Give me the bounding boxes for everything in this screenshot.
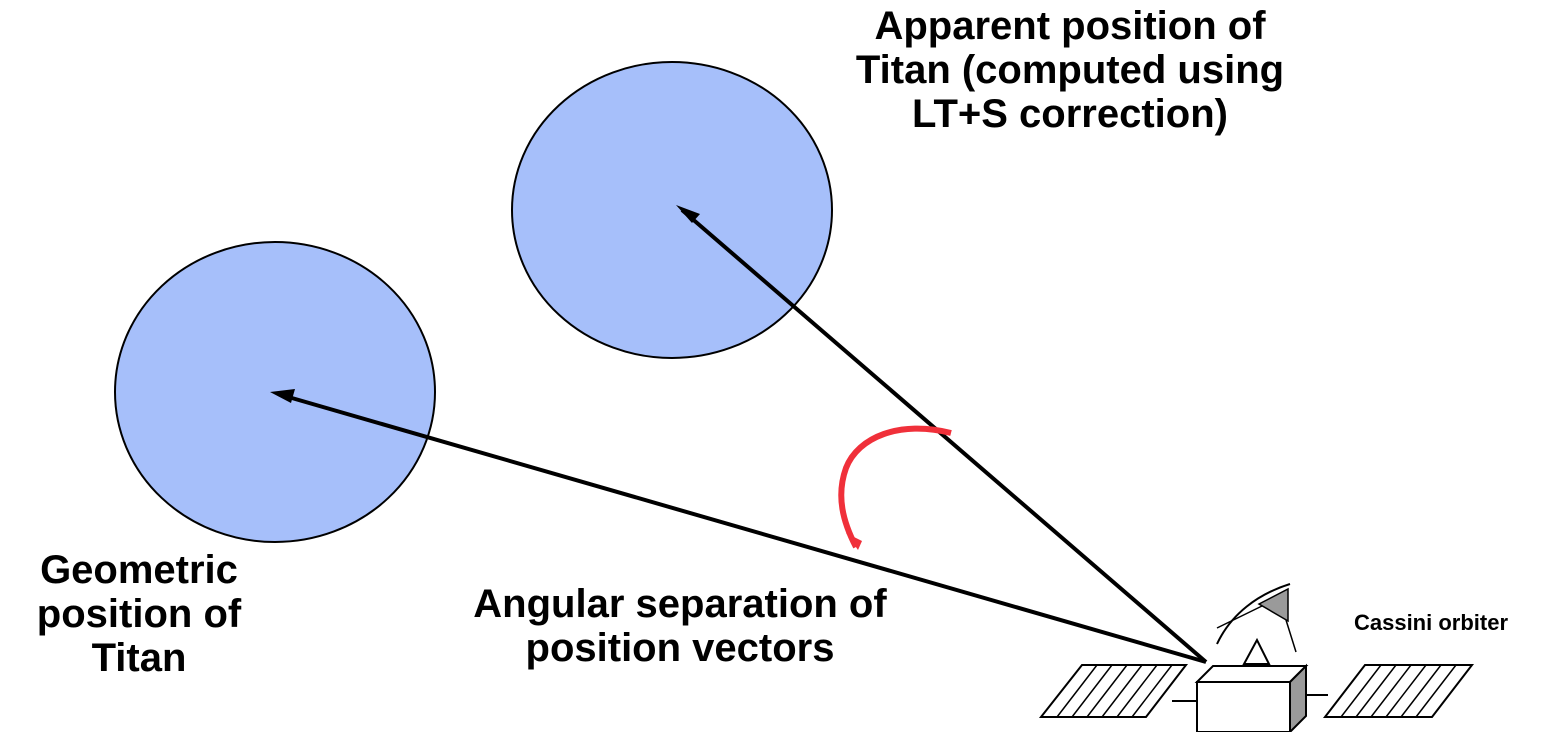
bus-top: [1197, 666, 1306, 682]
titan-apparent-disk: [512, 62, 832, 358]
bus-front: [1197, 682, 1290, 732]
angular-separation-arc: [841, 429, 951, 547]
antenna-feed: [1259, 589, 1288, 621]
apparent-position-label: Apparent position of Titan (computed usi…: [800, 4, 1340, 136]
angular-separation-label-line-2: position vectors: [410, 626, 950, 670]
cassini-orbiter-label: Cassini orbiter: [1316, 610, 1546, 636]
geometric-position-label-line-1: Geometric: [0, 548, 278, 592]
angular-separation-label-line-1: Angular separation of: [410, 582, 950, 626]
angular-separation-label: Angular separation of position vectors: [410, 582, 950, 670]
cassini-orbiter-icon: [1041, 584, 1472, 732]
apparent-position-label-line-1: Apparent position of: [800, 4, 1340, 48]
apparent-position-label-line-2: Titan (computed using: [800, 48, 1340, 92]
geometric-position-label-line-2: position of: [0, 592, 278, 636]
apparent-position-label-line-3: LT+S correction): [800, 92, 1340, 136]
bus-top-cone: [1244, 640, 1269, 664]
geometric-position-label: Geometric position of Titan: [0, 548, 278, 680]
cassini-orbiter-label-text: Cassini orbiter: [1316, 610, 1546, 636]
geometric-position-label-line-3: Titan: [0, 636, 278, 680]
